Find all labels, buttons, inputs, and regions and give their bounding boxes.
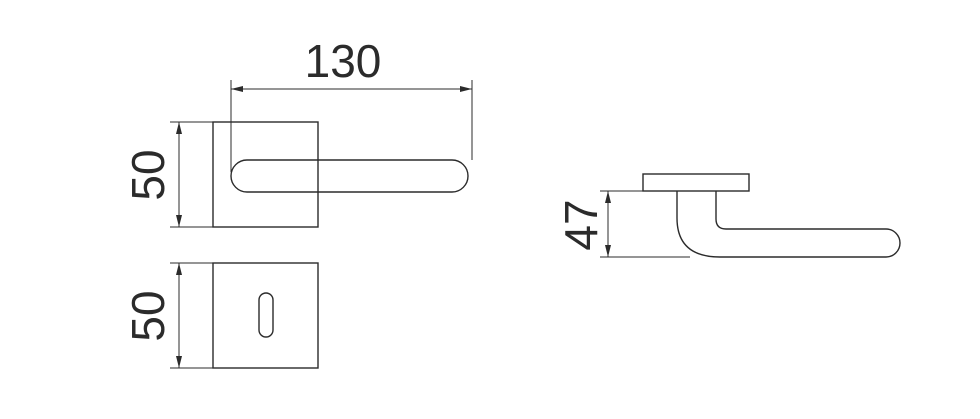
arrow-down-top (176, 215, 182, 227)
side-rose (642, 173, 750, 192)
front-view-handle: 130 50 (122, 35, 473, 228)
lever-handle (230, 159, 469, 193)
handle-rose (212, 121, 319, 228)
arrow-down-side (605, 245, 611, 257)
dimension-label-47: 47 (555, 199, 607, 250)
dimension-label-50-bottom: 50 (122, 290, 174, 341)
side-lever (676, 191, 901, 258)
arrow-up-bottom (176, 263, 182, 275)
arrow-up-side (605, 191, 611, 203)
arrow-up-top (176, 122, 182, 134)
arrow-right (460, 86, 472, 92)
side-view-handle: 47 (555, 173, 901, 258)
escutcheon-rose (212, 262, 319, 369)
arrow-left (231, 86, 243, 92)
dimension-label-50-top: 50 (122, 149, 174, 200)
front-view-escutcheon: 50 (122, 262, 319, 369)
keyhole (258, 292, 274, 338)
arrow-down-bottom (176, 356, 182, 368)
dimension-label-130: 130 (305, 35, 382, 87)
